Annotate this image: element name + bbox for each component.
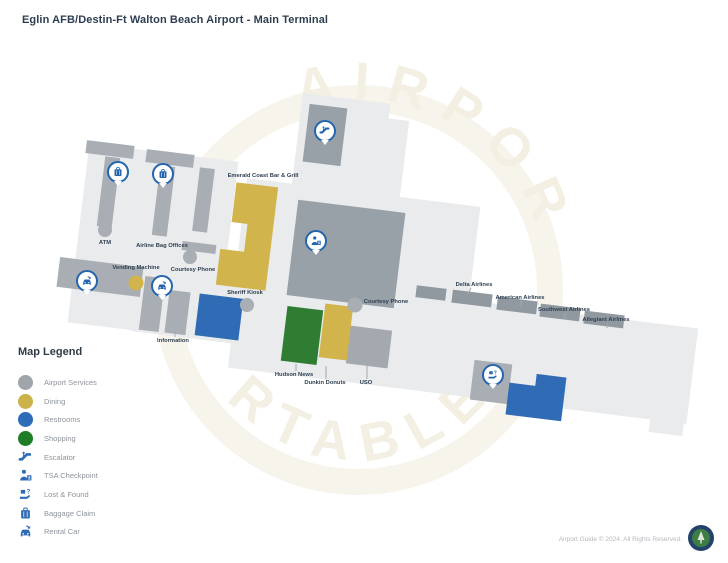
legend-item-label: Dining	[44, 396, 66, 406]
legend-item-lost-and-found: Lost & Found	[18, 485, 98, 504]
american-counter-shape	[496, 296, 538, 315]
legend-title: Map Legend	[18, 346, 83, 358]
legend-item-tsa-checkpoint: TSA Checkpoint	[18, 466, 98, 485]
leader-lines	[174, 287, 608, 379]
legend-item-dining: Dining	[18, 392, 98, 411]
map-legend: Map Legend Airport Services Dining Restr…	[18, 346, 98, 541]
information-desk-2	[164, 289, 191, 336]
rental-car-icon	[81, 275, 93, 287]
legend-item-baggage-claim: Baggage Claim	[18, 504, 98, 523]
shopping-dot	[18, 430, 33, 446]
rental-car-icon	[18, 524, 33, 539]
map-label-american-airlines: American Airlines	[495, 295, 545, 301]
lost-and-found-pin	[482, 364, 504, 389]
legend-item-label: Restrooms	[44, 415, 81, 425]
escalator-wing-step-shape	[354, 115, 410, 209]
baggage-carousel-1-bar	[85, 140, 135, 159]
southwest-counter-shape	[539, 303, 581, 322]
hudson-news-shape	[280, 306, 324, 365]
airport-services-dot	[18, 374, 33, 390]
legend-item-restrooms: Restrooms	[18, 410, 98, 429]
airline-counter-bar	[415, 285, 447, 301]
point-features	[98, 223, 363, 313]
bag-office-counter-vertical	[192, 167, 215, 233]
legend-item-label: Airport Services	[44, 377, 97, 387]
baggage-claim-icon	[157, 168, 169, 180]
courtesy-phone-left-dot	[183, 250, 197, 264]
lost-and-found-icon	[18, 487, 33, 502]
dining-dot	[18, 393, 33, 409]
map-label-airline-bag-offices: Airline Bag Offices	[136, 243, 188, 249]
legend-item-label: Lost & Found	[44, 489, 89, 499]
map-label-uso: USO	[359, 380, 373, 386]
map-label-hudson-news: Hudson News	[274, 372, 314, 378]
delta-counter-shape	[451, 289, 493, 308]
escalator-pin	[314, 120, 336, 145]
baggage-carousel-2-stem	[151, 165, 176, 237]
baggage-claim-pin-1	[107, 161, 129, 186]
tsa-checkpoint-icon	[18, 468, 33, 483]
sheriff-kiosk-dot	[240, 298, 254, 312]
vending-machine-dot	[128, 275, 144, 291]
map-label-atm: ATM	[98, 240, 112, 246]
legend-item-airport-services: Airport Services	[18, 373, 98, 392]
baggage-claim-pin-2	[152, 163, 174, 188]
allegiant-counter-shape	[583, 310, 625, 329]
map-label-dunkin-donuts: Dunkin Donuts	[304, 380, 346, 386]
legend-item-shopping: Shopping	[18, 429, 98, 448]
map-label-allegiant-airlines: Allegiant Airlines	[582, 317, 630, 323]
map-label-sheriff-kiosk: Sheriff Kiosk	[227, 290, 263, 296]
concourse-notch-shape	[648, 406, 686, 436]
page-title: Eglin AFB/Destin-Ft Walton Beach Airport…	[22, 14, 329, 26]
escalator-icon	[18, 450, 33, 465]
tsa-checkpoint-pin	[305, 230, 327, 255]
restrooms-dot	[18, 412, 33, 428]
copyright-text: Airport Guide © 2024. All Rights Reserve…	[558, 536, 682, 543]
restroom-west-shape	[194, 293, 244, 341]
dunkin-donuts-shape	[318, 303, 354, 361]
restroom-east-shape	[505, 373, 567, 422]
baggage-claim-icon	[112, 166, 124, 178]
airline-counters	[415, 285, 625, 329]
rental-car-pin-1	[76, 270, 98, 295]
legend-item-escalator: Escalator	[18, 448, 98, 467]
emerald-coast-bar-grill-shape	[215, 182, 279, 291]
uso-shape	[345, 325, 393, 369]
map-label-information: Information	[157, 338, 189, 344]
legend-item-rental-car: Rental Car	[18, 523, 98, 542]
legend-item-label: Rental Car	[44, 527, 80, 537]
legend-item-label: Shopping	[44, 433, 76, 443]
baggage-claim-icon	[18, 506, 33, 521]
atm-dot	[98, 223, 112, 237]
legend-item-label: Escalator	[44, 452, 76, 462]
map-label-courtesy-phone-left: Courtesy Phone	[170, 267, 216, 273]
tsa-checkpoint-icon	[310, 235, 322, 247]
map-label-emerald-coast-bar-grill: Emerald Coast Bar & Grill	[227, 173, 299, 179]
lost-and-found-icon	[487, 369, 499, 381]
legend-item-label: TSA Checkpoint	[44, 471, 98, 481]
rental-car-pin-2	[151, 275, 173, 300]
map-label-delta-airlines: Delta Airlines	[455, 282, 493, 288]
courtesy-phone-mid-dot	[347, 297, 363, 313]
map-label-vending-machine: Vending Machine	[112, 265, 160, 271]
map-label-courtesy-phone-mid: Courtesy Phone	[363, 299, 409, 305]
rental-car-icon	[156, 280, 168, 292]
map-label-southwest-airlines: Southwest Airlines	[538, 307, 590, 313]
legend-item-label: Baggage Claim	[44, 508, 96, 518]
airport-guide-logo	[688, 525, 714, 551]
escalator-icon	[319, 125, 331, 137]
tsa-checkpoint-area-shape	[286, 199, 406, 309]
